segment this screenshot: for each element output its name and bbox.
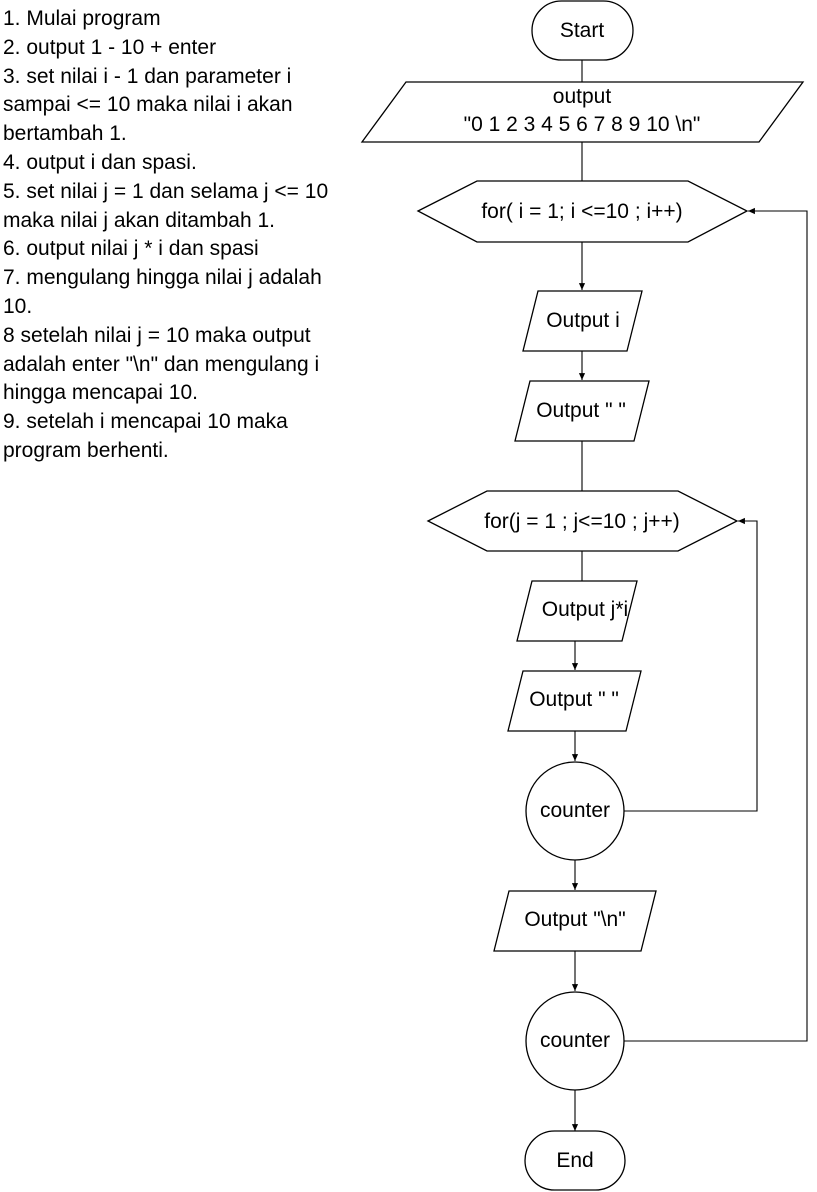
for-j-label: for(j = 1 ; j<=10 ; j++): [484, 510, 680, 533]
start-terminal: Start: [531, 0, 634, 61]
step-line: hingga mencapai 10.: [3, 381, 198, 405]
counter-inner-node: counter: [525, 761, 625, 861]
loop-back-outer: [624, 207, 808, 1042]
algorithm-steps: 1. Mulai program 2. output 1 - 10 + ente…: [3, 5, 383, 466]
counter-outer-label: counter: [540, 1029, 610, 1052]
output-i-io: Output i: [522, 290, 643, 352]
end-label: End: [556, 1149, 593, 1172]
for-i-label: for( i = 1; i <=10 ; i++): [481, 200, 682, 223]
output-space-1-io: Output " ": [514, 380, 650, 442]
step-line: 1. Mulai program: [3, 7, 161, 30]
step-line: 4. output i dan spasi.: [3, 150, 197, 174]
output-header-io: output "0 1 2 3 4 5 6 7 8 9 10 \n": [360, 81, 805, 143]
step-line: 2. output 1 - 10 + enter: [3, 35, 217, 59]
output-header-line1: output: [553, 85, 612, 108]
output-ji-label: Output j*i: [542, 598, 628, 621]
output-space-1-label: Output " ": [536, 399, 626, 422]
connectors: [571, 60, 808, 1131]
output-newline-io: Output "\n": [493, 890, 657, 952]
counter-outer-node: counter: [525, 991, 625, 1091]
step-line: 3. set nilai i - 1 dan parameter i: [3, 64, 292, 88]
output-i-label: Output i: [546, 309, 620, 332]
output-space-2-label: Output " ": [529, 688, 619, 711]
step-line: 8 setelah nilai j = 10 maka output: [3, 323, 311, 347]
step-line: 7. mengulang hingga nilai j adalah: [3, 266, 322, 290]
step-line: program berhenti.: [3, 438, 169, 462]
step-line: 10.: [3, 294, 33, 318]
step-line: sampai <= 10 maka nilai i akan: [3, 93, 293, 117]
loop-back-inner: [624, 517, 758, 812]
step-line: maka nilai j akan ditambah 1.: [3, 208, 275, 232]
end-terminal: End: [524, 1130, 626, 1191]
step-line: 6. output nilai j * i dan spasi: [3, 237, 259, 261]
step-line: bertambah 1.: [3, 122, 127, 146]
step-line: 5. set nilai j = 1 dan selama j <= 10: [3, 179, 329, 203]
output-space-2-io: Output " ": [507, 670, 642, 732]
counter-inner-label: counter: [540, 799, 610, 822]
output-ji-io: Output j*i: [516, 580, 638, 642]
for-i-loop: for( i = 1; i <=10 ; i++): [416, 180, 749, 243]
for-j-loop: for(j = 1 ; j<=10 ; j++): [426, 490, 739, 552]
step-line: 9. setelah i mencapai 10 maka: [3, 410, 288, 434]
output-newline-label: Output "\n": [524, 908, 625, 931]
output-header-line2: "0 1 2 3 4 5 6 7 8 9 10 \n": [464, 113, 701, 136]
start-label: Start: [560, 19, 605, 42]
step-line: adalah enter "\n" dan mengulang i: [3, 352, 320, 376]
